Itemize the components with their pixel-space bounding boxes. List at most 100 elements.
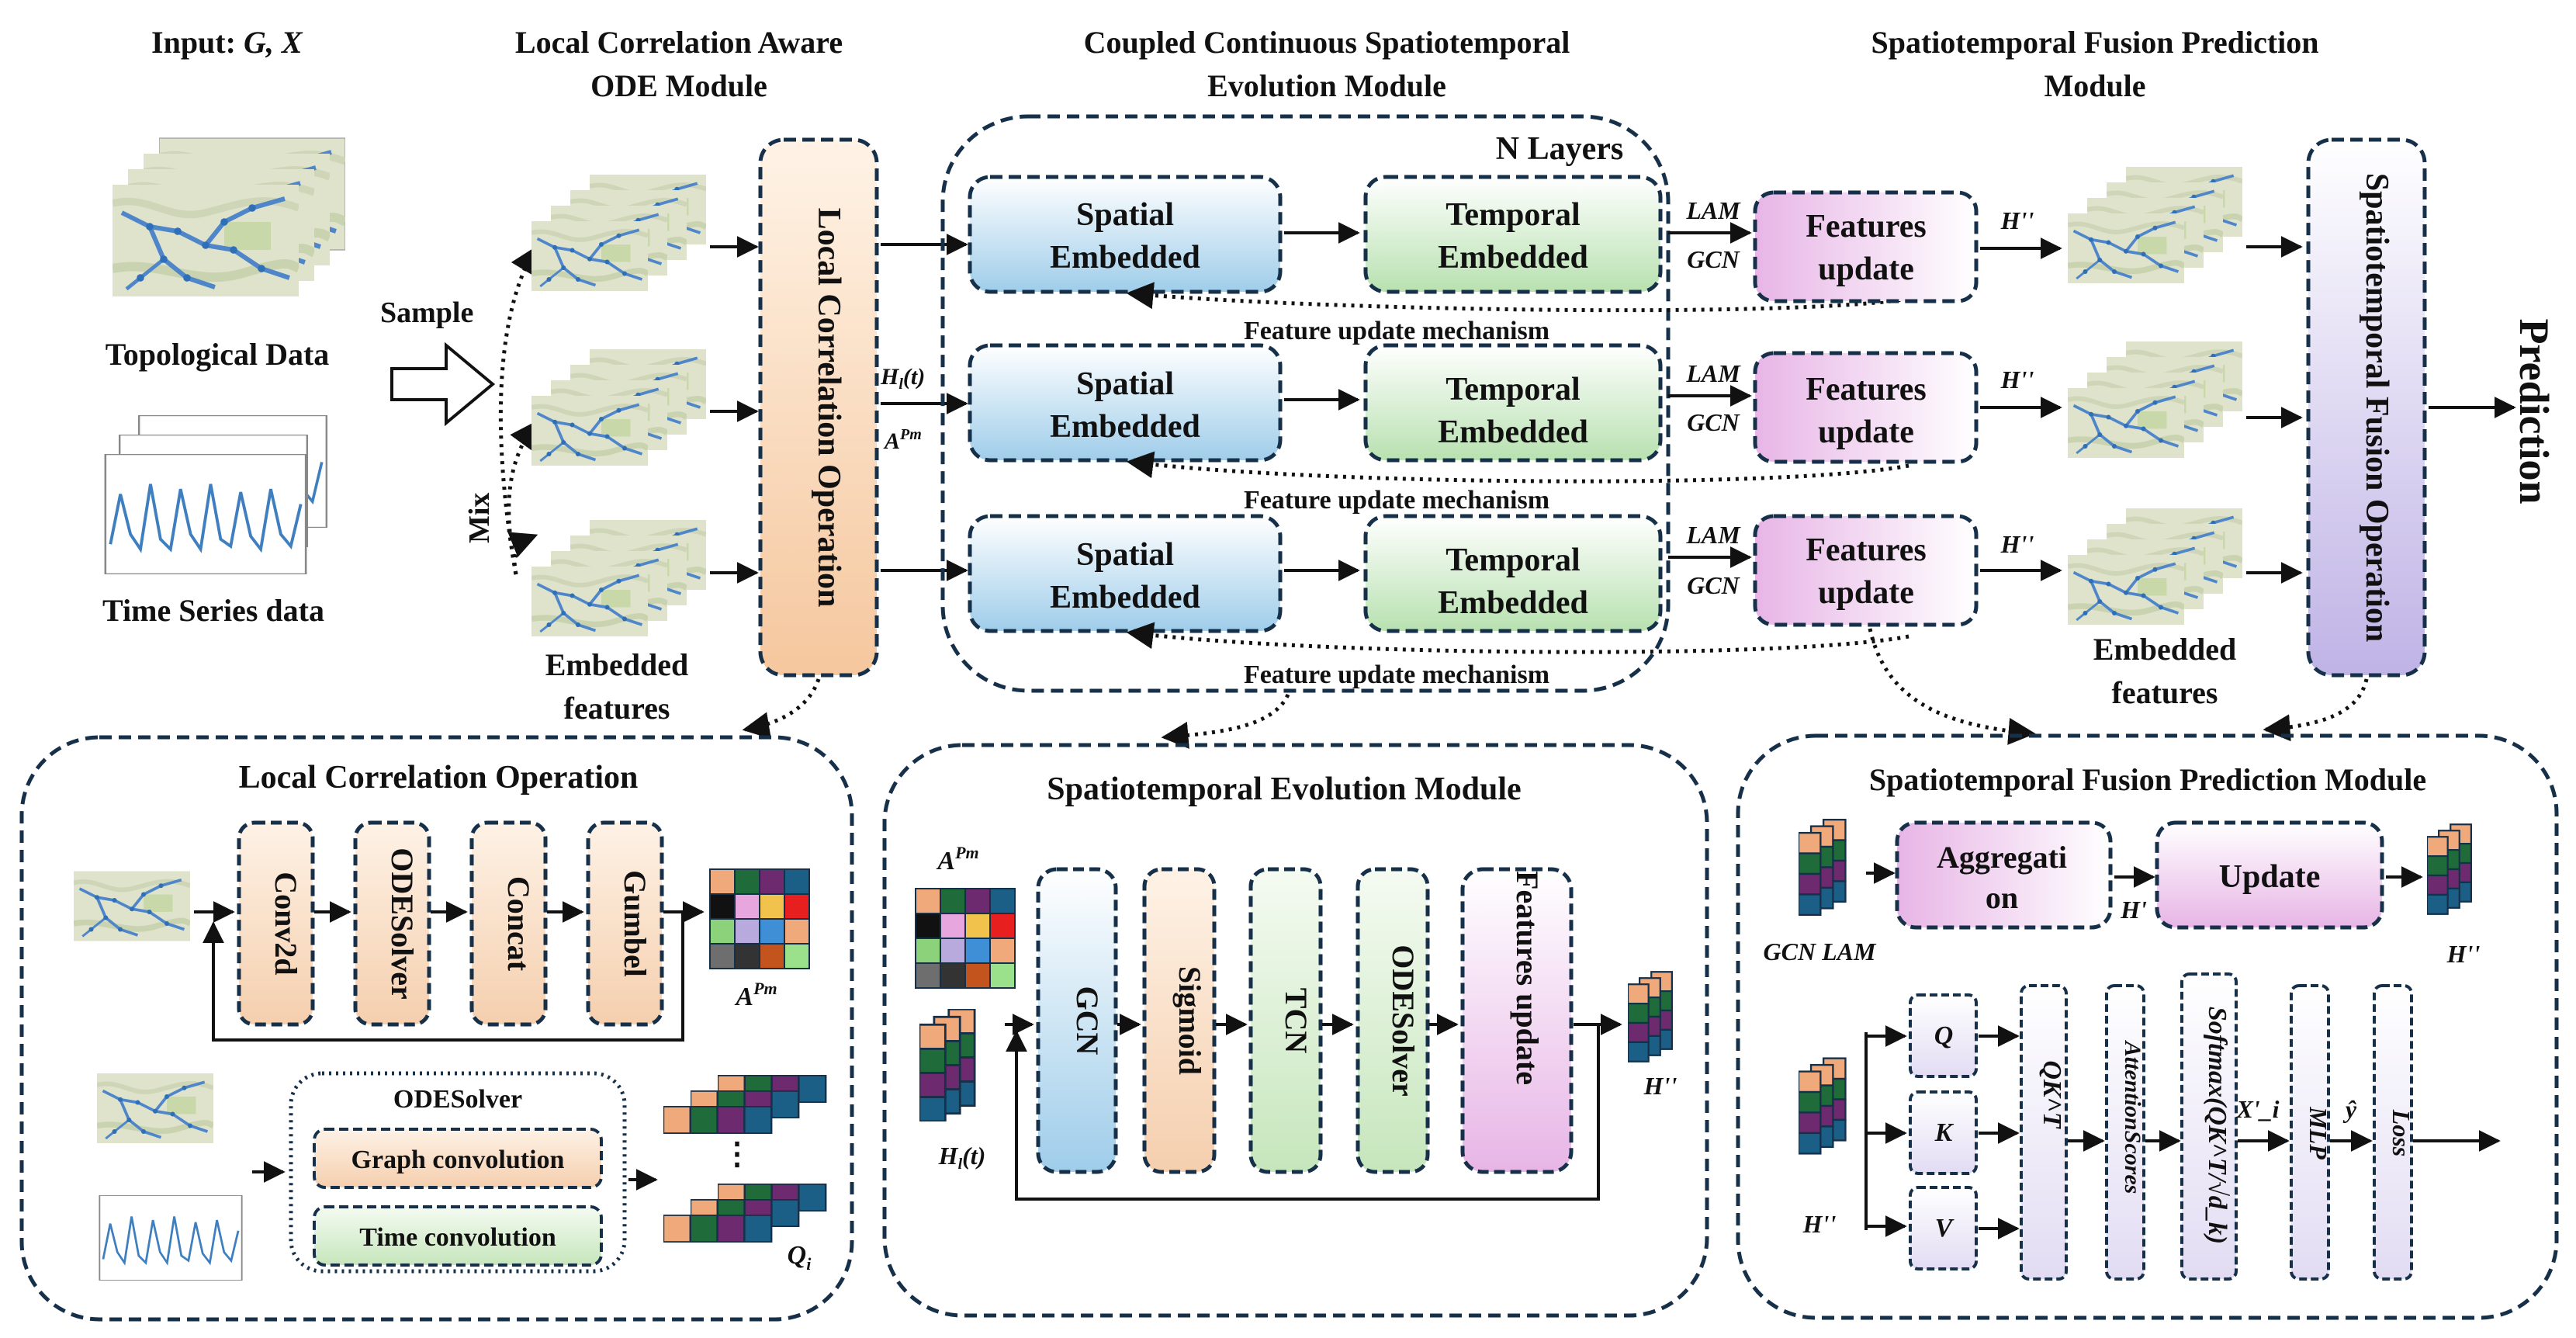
- a-pm-label: APm: [883, 426, 922, 454]
- attention-block: [2105, 984, 2145, 1281]
- feedback-curve-2: [1126, 451, 1909, 484]
- fusion-row-1: LAM GCN Features update H'': [1668, 167, 2303, 303]
- gcn-label-2: GCN: [1687, 408, 1740, 436]
- softmax-label: Softmax(QK^T/√d_k): [2203, 1007, 2231, 1244]
- embedded-features-label-2: features: [564, 691, 670, 726]
- svg-text:⋮: ⋮: [722, 1136, 753, 1171]
- qkt-block: [2020, 984, 2068, 1281]
- sample-arrow: [390, 341, 496, 427]
- local-correlation-operation-label: Local Correlation Operation: [811, 208, 847, 608]
- gcn-label-3: GCN: [1687, 571, 1740, 599]
- feedback-curve-3: [1126, 622, 1909, 654]
- mechanism-label-2: Feature update mechanism: [1244, 486, 1549, 515]
- fusion-row-3: LAM GCN Features update H'': [1668, 508, 2303, 627]
- aggregation-label: Aggregati: [1937, 840, 2067, 875]
- mechanism-label-1: Feature update mechanism: [1244, 317, 1549, 345]
- h2-label-1: H'': [2000, 206, 2034, 234]
- sfp-title: Spatiotemporal Fusion Prediction Module: [1869, 762, 2426, 797]
- concat-block: [469, 820, 548, 1027]
- features-update-block: [1753, 514, 1979, 627]
- lam-label-1: LAM: [1685, 196, 1741, 224]
- ste-output-stack: [1628, 971, 1674, 1062]
- link-local-to-detail: [742, 678, 821, 740]
- yhat-label: ŷ: [2342, 1095, 2357, 1123]
- fusion-module: LAM GCN Features update H'' LAM GCN Feat…: [1668, 137, 2557, 710]
- conv2d-label: Conv2d: [268, 872, 303, 975]
- lco-map-small: [97, 1073, 213, 1143]
- softmax-block: [2180, 972, 2238, 1281]
- lco-loop-arrow: [203, 912, 684, 1042]
- h2-label-2: H'': [2000, 366, 2034, 393]
- apm-matrix: [709, 868, 810, 969]
- qkt-label: QK^T: [2038, 1060, 2066, 1129]
- mechanism-label-3: Feature update mechanism: [1244, 660, 1549, 689]
- local-module-title-2: ODE Module: [590, 68, 767, 103]
- sfp-input-stack: [1799, 819, 1847, 916]
- update-label-3: update: [1818, 575, 1914, 611]
- lco-detail-panel: Local Correlation Operation Conv2d ODESo…: [19, 735, 854, 1322]
- ste-loop-arrow: [1006, 1024, 1600, 1201]
- local-correlation-operation-block: [758, 137, 879, 678]
- xi-label: X'_i: [2235, 1095, 2279, 1123]
- local-module-title: Local Correlation Aware: [515, 25, 843, 60]
- ste-detail-panel: Spatiotemporal Evolution Module APm Hl(t…: [882, 743, 1709, 1318]
- temporal-label-2: Temporal: [1446, 372, 1580, 407]
- k-block: [1909, 1090, 1978, 1175]
- update-label: Update: [2219, 859, 2321, 895]
- sample-curve-mid: [507, 421, 538, 575]
- loss-label: Loss: [2387, 1109, 2415, 1156]
- lam-label-2: LAM: [1685, 359, 1741, 387]
- temporal-label-3b: Embedded: [1438, 585, 1588, 621]
- local-module: Embedded features Local Correlation Oper…: [531, 137, 968, 726]
- n-layers-container: [940, 114, 1671, 693]
- ste-sigmoid-block: [1142, 867, 1217, 1174]
- time-series-label: Time Series data: [102, 593, 324, 628]
- layer-2: Spatial Embedded Temporal Embedded: [968, 343, 1663, 463]
- update-label-2: update: [1818, 414, 1914, 450]
- ste-tcn-label: TCN: [1279, 988, 1314, 1054]
- input-panel: Topological Data Time Series data Sample…: [102, 138, 538, 628]
- temporal-embedded-block: [1363, 175, 1663, 294]
- fusion-row-2: LAM GCN Features update H'': [1668, 341, 2303, 464]
- ste-tcn-block: [1248, 867, 1323, 1174]
- ste-odesolver-block: [1356, 867, 1430, 1174]
- lam-label-3: LAM: [1685, 521, 1741, 549]
- temporal-label-3: Temporal: [1446, 542, 1580, 578]
- gumbel-label: Gumbel: [618, 870, 653, 977]
- ste-gcn-label: GCN: [1070, 986, 1105, 1055]
- temporal-embedded-block: [1363, 343, 1663, 463]
- ste-title: Spatiotemporal Evolution Module: [1047, 771, 1521, 807]
- embedded-features-label: Embedded: [545, 647, 689, 682]
- fusion-module-title: Spatiotemporal Fusion Prediction: [1871, 25, 2318, 60]
- spatial-label-3b: Embedded: [1050, 580, 1200, 615]
- qi-stack: ⋮: [663, 1075, 827, 1243]
- features-label-1: Features: [1806, 209, 1927, 244]
- ste-out-label: H'': [1643, 1072, 1678, 1100]
- lco-apm-label: APm: [734, 979, 777, 1011]
- odesolver-label: ODESolver: [385, 848, 420, 1000]
- sfp-output-stack: [2427, 823, 2473, 915]
- update-label-1: update: [1818, 251, 1914, 287]
- spatial-label-1: Spatial: [1076, 197, 1174, 233]
- v-label: V: [1935, 1214, 1955, 1243]
- ste-update-block: [1460, 867, 1574, 1174]
- mlp-label: MLP: [2304, 1106, 2332, 1159]
- sample-curve-bottom: [507, 532, 538, 575]
- lco-map: [74, 872, 190, 941]
- link-fusion-to-detail: [1868, 628, 2036, 745]
- temporal-embedded-block: [1363, 514, 1663, 633]
- spatial-label-3: Spatial: [1076, 537, 1174, 573]
- sample-curve-top: [498, 245, 538, 575]
- odesolver-block: [353, 820, 431, 1027]
- embedded-map-stack-2: [531, 349, 706, 466]
- coupled-module-title-2: Evolution Module: [1207, 68, 1446, 103]
- prediction-label: Prediction: [2511, 319, 2557, 504]
- ste-hl-label: Hl(t): [938, 1142, 986, 1173]
- v-block: [1909, 1186, 1978, 1270]
- odesolver-title: ODESolver: [393, 1085, 522, 1114]
- embedded-features-right: Embedded: [2093, 632, 2237, 667]
- n-layers-label: N Layers: [1496, 131, 1623, 167]
- gumbel-block: [586, 820, 664, 1027]
- ste-gcn-block: [1036, 867, 1118, 1174]
- time-conv-block: [313, 1205, 603, 1267]
